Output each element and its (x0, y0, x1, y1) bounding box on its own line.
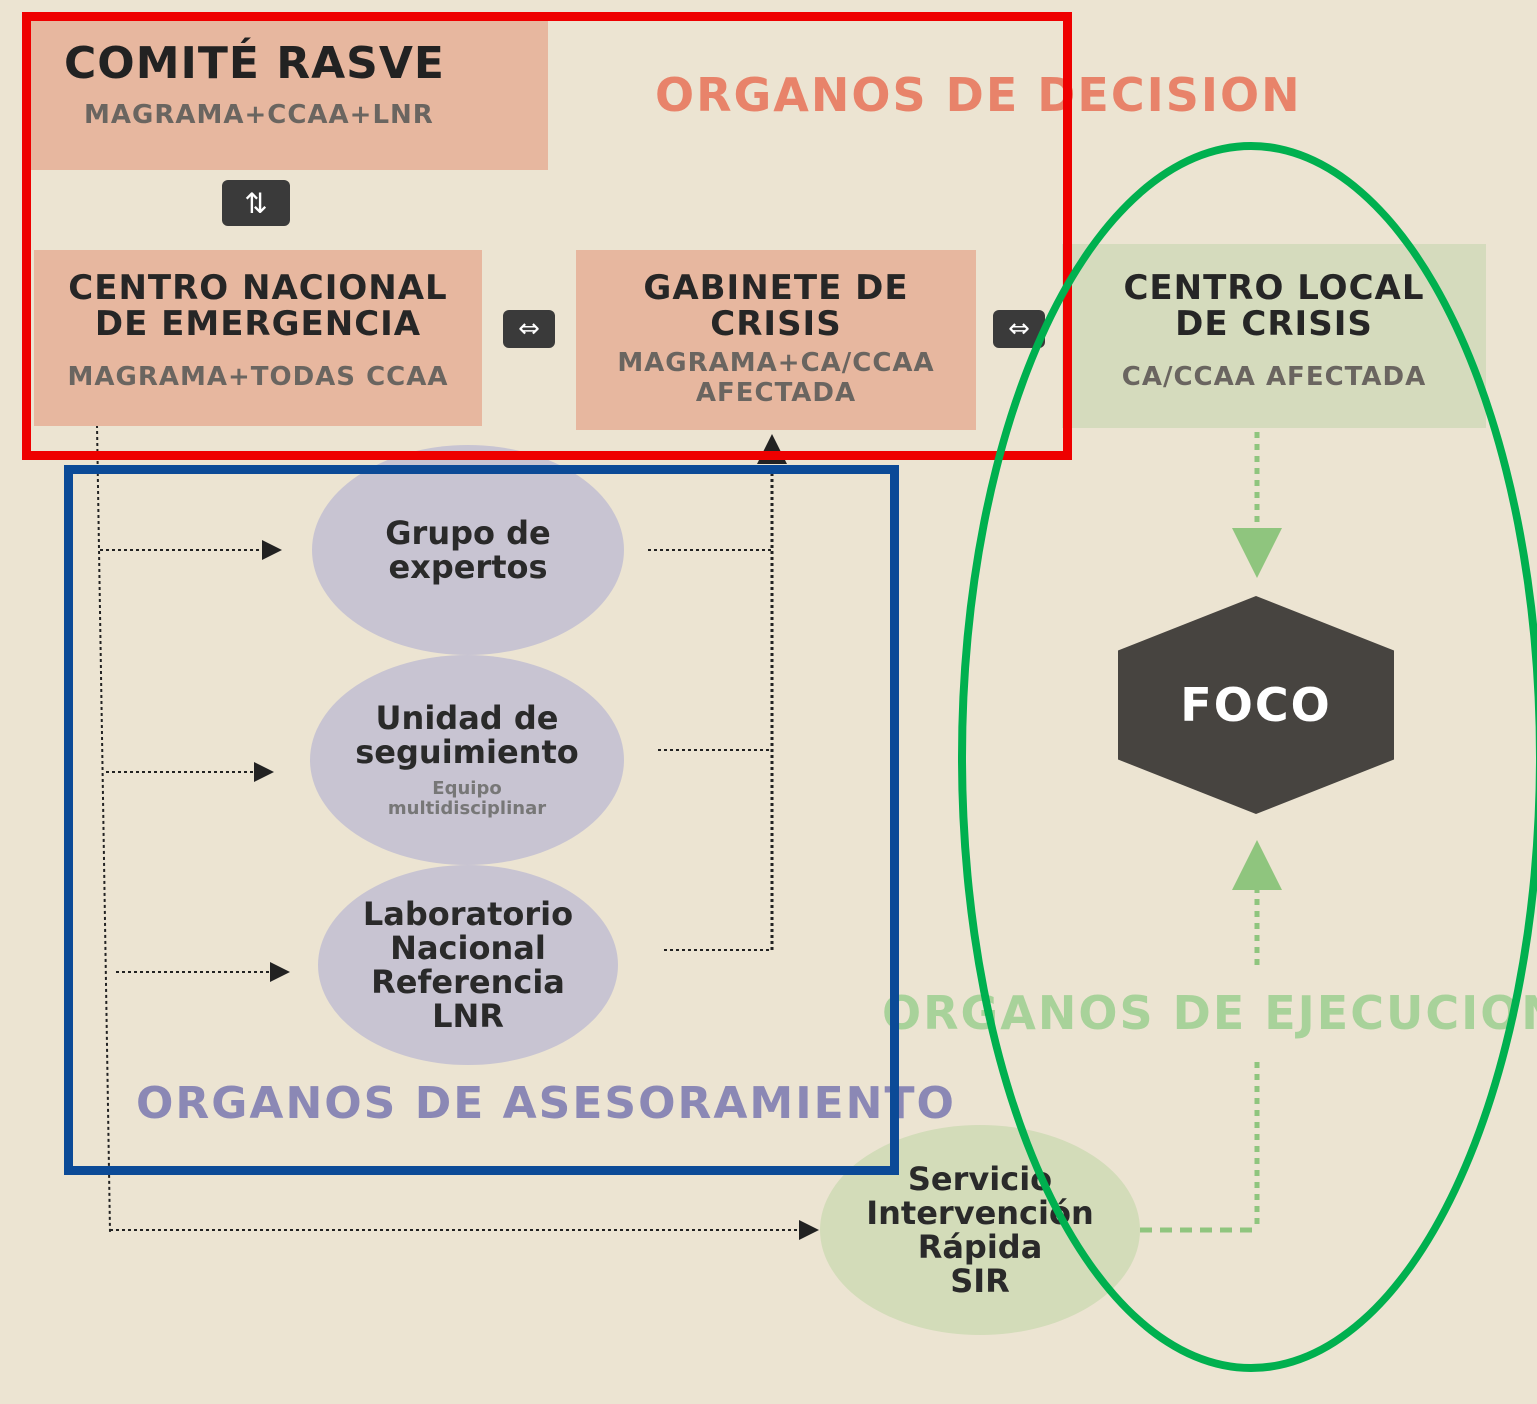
left-vertical-connector (96, 424, 111, 1233)
gabinete-sub-1: MAGRAMA+CA/CCAA (617, 348, 935, 378)
decision-label: ORGANOS DE DECISION (655, 68, 1302, 122)
unidad-small-1: Equipo (432, 778, 502, 799)
sir-line-3: Rápida (917, 1228, 1043, 1266)
grupo-line-1: Grupo de (385, 514, 551, 552)
unidad-small-2: multidisciplinar (387, 798, 547, 819)
comite-rasve-box: COMITÉ RASVE MAGRAMA+CCAA+LNR (22, 20, 548, 170)
laboratorio-line-1: Laboratorio (362, 895, 574, 933)
centro-nacional-title-2: DE EMERGENCIA (94, 304, 422, 344)
unidad-seguimiento-circle: Unidad de seguimiento Equipo multidiscip… (310, 655, 624, 865)
grupo-line-2: expertos (388, 548, 548, 586)
laboratorio-circle: Laboratorio Nacional Referencia LNR (318, 865, 618, 1065)
centro-nacional-sub: MAGRAMA+TODAS CCAA (67, 362, 449, 392)
gabinete-sub-2: AFECTADA (695, 378, 857, 408)
grupo-expertos-circle: Grupo de expertos (312, 445, 624, 655)
gabinete-title-1: GABINETE DE (643, 268, 909, 308)
laboratorio-line-2: Nacional (390, 929, 546, 967)
comite-sub: MAGRAMA+CCAA+LNR (84, 100, 434, 130)
unidad-line-1: Unidad de (375, 699, 559, 737)
gabinete-title-2: CRISIS (710, 304, 842, 344)
gabinete-box: GABINETE DE CRISIS MAGRAMA+CA/CCAA AFECT… (576, 250, 976, 430)
laboratorio-line-3: Referencia (371, 963, 565, 1001)
vertical-exchange-icon: ⇅ (222, 180, 290, 226)
sir-line-1: Servicio (907, 1160, 1053, 1198)
asesoramiento-highlight-frame (64, 465, 899, 1175)
decision-highlight-frame (22, 12, 1072, 460)
laboratorio-line-4: LNR (432, 997, 504, 1035)
centro-nacional-title-1: CENTRO NACIONAL (68, 268, 448, 308)
comite-title: COMITÉ RASVE (64, 38, 445, 89)
unidad-line-2: seguimiento (355, 733, 579, 771)
sir-line-4: SIR (950, 1262, 1010, 1300)
ejecucion-highlight-ellipse (958, 142, 1537, 1372)
asesoramiento-label: ORGANOS DE ASESORAMIENTO (136, 1078, 956, 1129)
centro-nacional-box: CENTRO NACIONAL DE EMERGENCIA MAGRAMA+TO… (34, 250, 482, 426)
exchange-icon-left: ⇔ (503, 310, 555, 348)
